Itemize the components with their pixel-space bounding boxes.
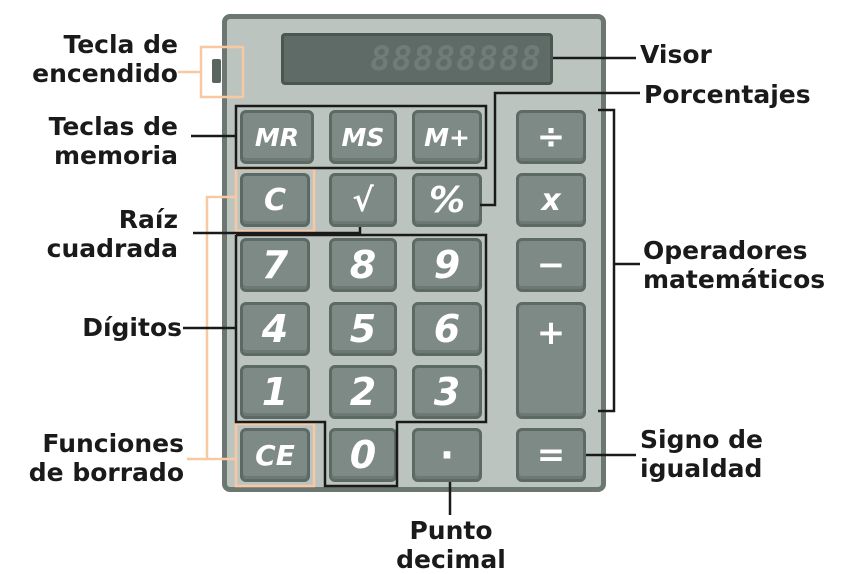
percent-leader [480,91,640,207]
label-math-operators: Operadores matemáticos [643,236,825,294]
key-ce[interactable]: CE [240,428,310,482]
label-sqrt-line1: Raíz [118,205,178,234]
key-minus[interactable]: − [516,238,586,292]
key-ms[interactable]: MS [329,110,397,164]
label-decimal-point: Punto decimal [376,516,526,574]
key-c[interactable]: C [240,173,310,227]
key-4[interactable]: 4 [240,302,310,356]
digits-bracket [234,233,488,488]
key-m-plus[interactable]: M+ [412,110,482,164]
power-highlight-box [199,45,245,99]
label-memory-line1: Teclas de [48,112,178,141]
display-screen: 88888888 [281,33,553,85]
label-percent-text: Porcentajes [644,80,811,109]
label-power-line1: Tecla de [63,30,178,59]
label-display-text: Visor [640,40,712,69]
operators-bracket [598,108,616,413]
label-memory-line2: memoria [54,141,178,170]
power-switch[interactable] [212,59,221,83]
label-operators-line1: Operadores [643,236,808,265]
label-clear-line1: Funciones [42,429,184,458]
key-mr[interactable]: MR [240,110,314,164]
key-plus[interactable]: + [516,302,586,419]
sqrt-leader [193,227,362,235]
label-sqrt-line2: cuadrada [46,234,178,263]
key-9[interactable]: 9 [412,238,482,292]
label-display: Visor [640,40,712,69]
label-point-line1: Punto [409,516,493,545]
key-8[interactable]: 8 [329,238,397,292]
key-5[interactable]: 5 [329,302,397,356]
label-power-line2: encendido [32,59,178,88]
label-digits: Dígitos [82,313,182,342]
label-clear-functions: Funciones de borrado [29,429,184,487]
label-square-root: Raíz cuadrada [47,205,178,263]
key-7[interactable]: 7 [240,238,310,292]
label-operators-line2: matemáticos [643,265,826,294]
label-percentages: Porcentajes [644,80,811,109]
key-percent[interactable]: % [412,173,482,227]
key-2[interactable]: 2 [329,365,397,419]
display-digits: 88888888 [370,39,542,79]
label-digits-text: Dígitos [82,313,182,342]
key-sqrt[interactable]: √ [329,173,397,227]
label-equals-sign: Signo de igualdad [640,425,763,483]
key-1[interactable]: 1 [240,365,310,419]
label-equals-line1: Signo de [640,425,763,454]
clear-highlight-c [234,167,316,233]
key-divide[interactable]: ÷ [516,110,586,164]
key-decimal-point[interactable]: · [412,428,482,482]
label-clear-line2: de borrado [28,458,184,487]
label-point-line2: decimal [396,545,506,574]
label-power-key: Tecla de encendido [32,30,178,88]
key-multiply[interactable]: x [516,173,586,227]
label-memory-keys: Teclas de memoria [49,112,178,170]
label-equals-line2: igualdad [640,454,763,483]
key-6[interactable]: 6 [412,302,482,356]
key-0[interactable]: 0 [329,428,397,482]
key-equals[interactable]: = [516,428,586,482]
key-3[interactable]: 3 [412,365,482,419]
memory-bracket [234,104,488,170]
clear-highlight-ce [234,422,316,488]
